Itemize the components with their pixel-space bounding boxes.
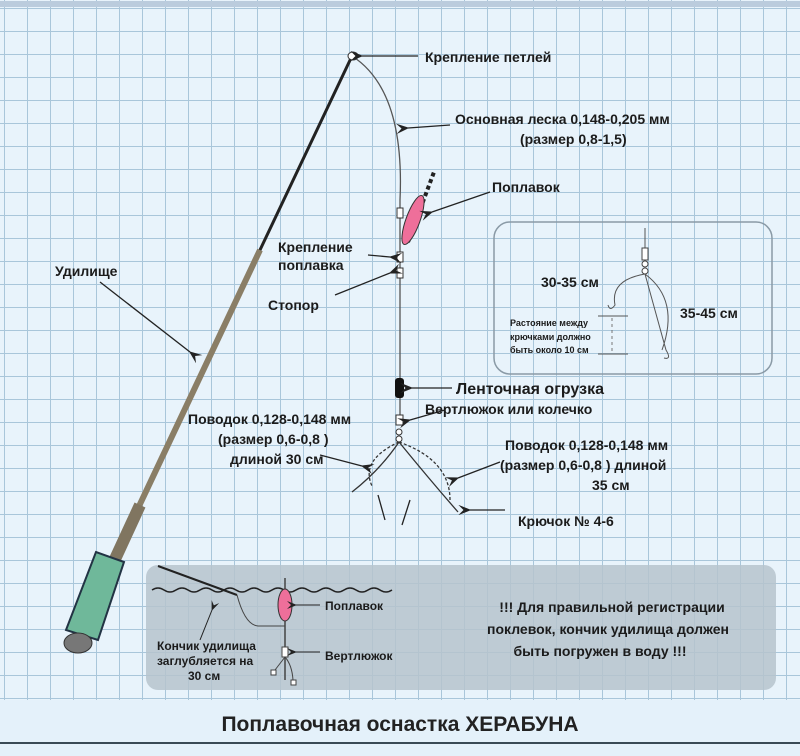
label-leader-left-3: длиной 30 см: [230, 451, 324, 467]
leaders: [351, 441, 459, 513]
label-lead: Ленточная огрузка: [456, 381, 604, 398]
diagram-title: Поплавочная оснастка ХЕРАБУНА: [221, 713, 578, 736]
label-leader-left-2: (размер 0,6-0,8 ): [218, 431, 329, 447]
inset-panel: 30-35 см 35-45 см Растояние между крючка…: [493, 221, 773, 375]
fishing-rod: [63, 55, 354, 654]
label-hook: Крючок № 4-6: [518, 513, 614, 529]
label-leader-right: Поводок 0,128-0,148 мм: [505, 437, 668, 453]
label-main-line: Основная леска 0,148-0,205 мм: [455, 111, 670, 127]
label-rod: Удилище: [55, 263, 118, 279]
inset-long-leader: 35-45 см: [680, 305, 738, 321]
label-float: Поплавок: [492, 179, 561, 195]
warning-3: быть погружен в воду !!!: [514, 643, 687, 659]
tip-note-2: заглубляется на: [157, 654, 254, 668]
label-float-attach: Крепление: [278, 239, 353, 255]
label-float-attach-2: поплавка: [278, 257, 344, 273]
bottom-swivel-label: Вертлюжок: [325, 649, 393, 663]
tip-note-1: Кончик удилища: [157, 639, 256, 653]
warning-2: поклевок, кончик удилища должен: [487, 621, 729, 637]
inset-short-leader: 30-35 см: [541, 274, 599, 290]
label-leader-right-2: (размер 0,6-0,8 ) длиной: [500, 457, 666, 473]
tip-note-3: 30 см: [188, 669, 220, 683]
inset-note-3: быть около 10 см: [510, 345, 589, 355]
label-swivel: Вертлюжок или колечко: [425, 401, 592, 417]
label-loop-attach: Крепление петлей: [425, 49, 551, 65]
inset-note-2: крючками должно: [510, 332, 591, 342]
bottom-panel: Поплавок Вертлюжок Кончик удилища заглуб…: [146, 565, 776, 690]
lead-weight: [395, 378, 404, 398]
label-main-line-size: (размер 0,8-1,5): [520, 131, 627, 147]
label-stopper: Стопор: [268, 297, 319, 313]
warning-1: !!! Для правильной регистрации: [499, 599, 724, 615]
label-leader-left: Поводок 0,128-0,148 мм: [188, 411, 351, 427]
main-line: [351, 55, 402, 420]
float-icon: [396, 171, 436, 279]
label-leader-right-3: 35 см: [592, 477, 630, 493]
bottom-float-label: Поплавок: [325, 599, 384, 613]
inset-note-1: Растояние между: [510, 318, 588, 328]
pointer-arrows: [99, 50, 505, 526]
